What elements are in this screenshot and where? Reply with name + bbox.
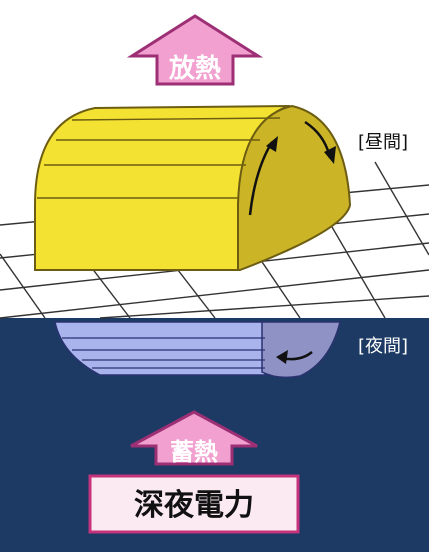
heater-block — [34, 104, 352, 271]
daytime-label: [昼間] — [358, 132, 408, 153]
release-heat-label: 放熱 — [168, 53, 221, 84]
store-heat-arrow — [130, 410, 258, 466]
midnight-power-label: 深夜電力 — [134, 488, 254, 523]
heat-storage-reflection — [54, 321, 341, 379]
release-heat-arrow — [126, 14, 264, 86]
nighttime-label: [夜間] — [358, 336, 408, 357]
midnight-power-box — [88, 474, 300, 534]
store-heat-label: 蓄熱 — [170, 438, 218, 466]
